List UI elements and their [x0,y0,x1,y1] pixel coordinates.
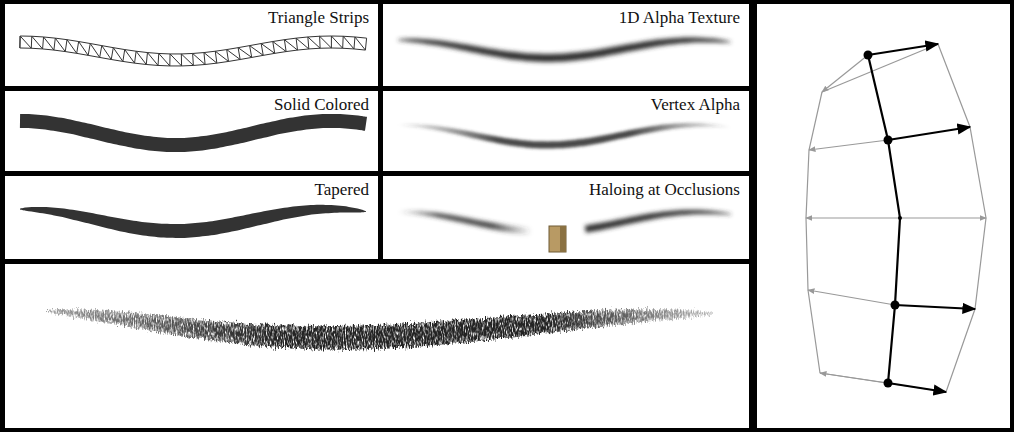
offset-vector-right [888,127,970,140]
brush-stroke [45,309,714,350]
haloed-stroke-left [398,211,531,235]
technique-panel: Triangle Strips [5,4,378,86]
spine-vertex [884,379,893,388]
offset-outline-left [806,92,822,373]
offset-vector-right [895,305,975,309]
tapered-stroke [20,205,366,238]
offset-vector-left [822,55,868,92]
offset-outline-bottom [820,373,946,392]
panel-title: Haloing at Occlusions [383,176,749,200]
panel-background [5,91,378,171]
spine-vertex [884,136,893,145]
offset-vector-left [820,373,888,383]
triangle-strip-edges [20,36,366,66]
technique-panel: Tapered [5,176,378,259]
vertex-alpha-stroke [398,123,731,149]
offset-vector-right [900,217,986,218]
panel-title: Vertex Alpha [383,91,749,115]
alpha-texture-stroke [398,38,731,62]
spine-vertex [898,216,902,220]
offset-vector-right [888,383,946,392]
technique-panel: 1D Alpha Texture [383,4,749,86]
panel-title: Tapered [5,176,378,200]
panel-background [383,91,749,171]
panel-background [5,264,749,428]
offset-vector-right [868,44,938,55]
technique-panel: Solid Colored [5,91,378,171]
panel-background [383,176,749,259]
occluding-block-side [560,226,566,252]
panel-background [5,4,378,86]
technique-panel: Haloing at Occlusions [383,176,749,259]
panel-title: 1D Alpha Texture [383,4,749,28]
offset-vector-left [806,217,900,218]
stroke-spine [868,55,900,383]
offset-vector-left [809,140,888,150]
solid-stroke [20,114,367,152]
technique-panel: Vertex Alpha [383,91,749,171]
offset-vector-left [808,290,895,305]
occluding-block [549,226,566,252]
panel-background [5,176,378,259]
offset-outline-top [822,44,938,92]
spine-vertex [891,301,900,310]
panel-title: Triangle Strips [5,4,378,28]
brush-stroke-core [45,311,714,345]
spine-vertex [864,51,873,60]
panel-title: Solid Colored [5,91,378,115]
panel-background [383,4,749,86]
panel-background [757,4,1010,428]
triangle-strip-outline [20,36,367,66]
haloed-stroke-right [585,210,731,233]
